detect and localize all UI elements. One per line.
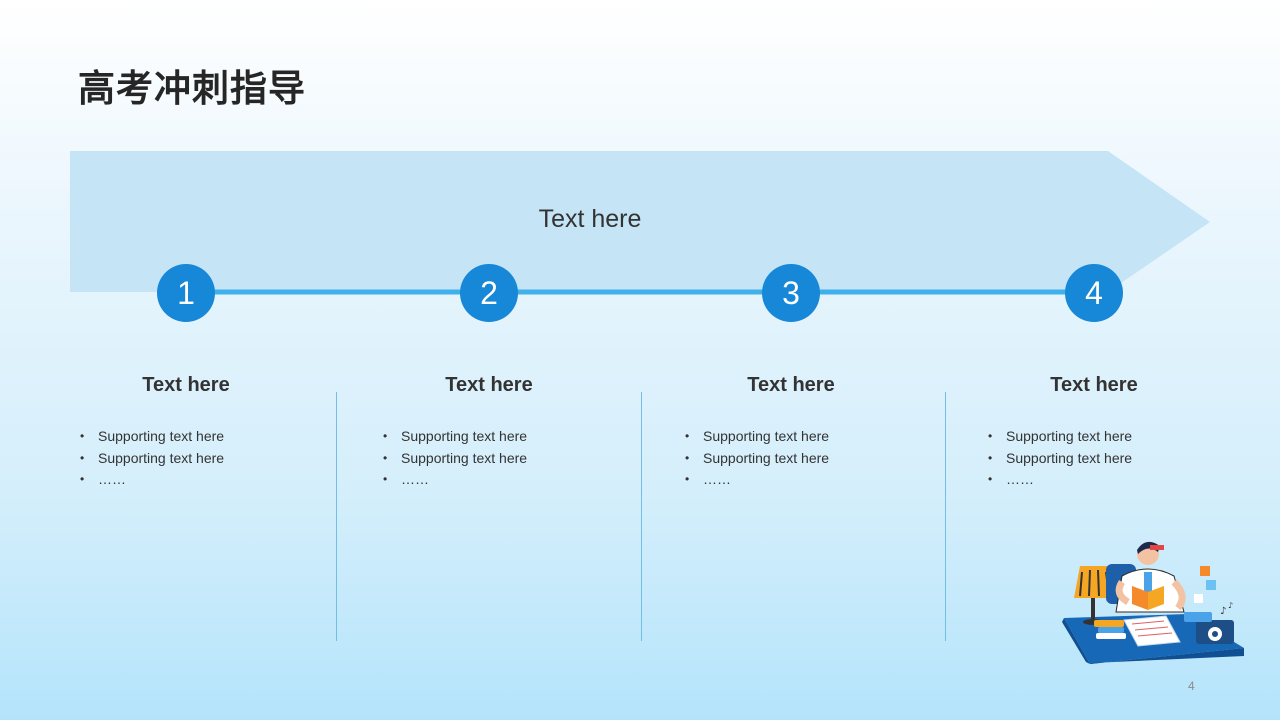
- bullet-item: Supporting text here: [383, 448, 527, 470]
- step-1-heading: Text here: [142, 374, 230, 396]
- step-4-bullets: Supporting text here Supporting text her…: [988, 426, 1132, 491]
- page-number: 4: [1188, 679, 1195, 693]
- svg-text:♪: ♪: [1220, 606, 1226, 617]
- step-2-bullets: Supporting text here Supporting text her…: [383, 426, 527, 491]
- bullet-item: ……: [685, 469, 829, 491]
- bullet-item: Supporting text here: [988, 448, 1132, 470]
- student-studying-illustration: ♪ ♪: [1062, 541, 1244, 664]
- column-divider: [641, 392, 642, 641]
- bullet-item: ……: [988, 469, 1132, 491]
- page-title: 高考冲刺指导: [78, 67, 306, 110]
- step-3-bullets: Supporting text here Supporting text her…: [685, 426, 829, 491]
- svg-text:♪: ♪: [1228, 601, 1233, 610]
- bullet-item: Supporting text here: [80, 426, 224, 448]
- bullet-item: Supporting text here: [988, 426, 1132, 448]
- column-divider: [336, 392, 337, 641]
- step-3-heading: Text here: [747, 374, 835, 396]
- bullet-item: ……: [383, 469, 527, 491]
- step-2-circle: 2: [460, 264, 518, 322]
- step-4-circle: 4: [1065, 264, 1123, 322]
- bullet-item: Supporting text here: [80, 448, 224, 470]
- step-2-heading: Text here: [445, 374, 533, 396]
- step-1-bullets: Supporting text here Supporting text her…: [80, 426, 224, 491]
- column-divider: [945, 392, 946, 641]
- bullet-item: Supporting text here: [383, 426, 527, 448]
- step-4-heading: Text here: [1050, 374, 1138, 396]
- step-1-circle: 1: [157, 264, 215, 322]
- bullet-item: Supporting text here: [685, 426, 829, 448]
- bullet-item: Supporting text here: [685, 448, 829, 470]
- bullet-item: ……: [80, 469, 224, 491]
- arrow-shape: [70, 151, 1210, 292]
- arrow-label: Text here: [538, 205, 642, 233]
- step-3-circle: 3: [762, 264, 820, 322]
